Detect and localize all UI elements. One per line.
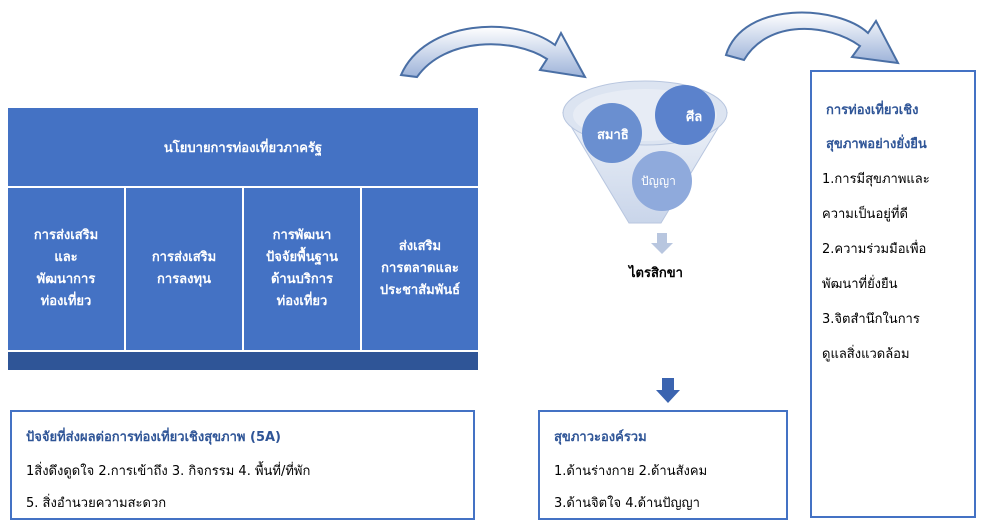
bubble-samadhi (582, 103, 642, 163)
sustainable-title-line: การท่องเที่ยวเชิง (826, 103, 919, 118)
policy-col-infrastructure: การพัฒนา ปัจจัยพื้นฐาน ด้านบริการ ท่องเท… (244, 188, 362, 350)
factors-box: ปัจจัยที่ส่งผลต่อการท่องเที่ยวเชิงสุขภาพ… (10, 410, 475, 520)
policy-footer-bar (8, 350, 478, 370)
bubble-panya-label: ปัญญา (641, 174, 676, 188)
policy-col-1-line: และ (54, 250, 78, 265)
policy-col-3-line: ปัจจัยพื้นฐาน (266, 250, 338, 265)
policy-col-investment: การส่งเสริม การลงทุน (126, 188, 244, 350)
curved-arrow-right (724, 11, 900, 65)
policy-col-3-line: ด้านบริการ (270, 272, 333, 287)
sustainable-line: ดูแลสิ่งแวดล้อม (822, 347, 910, 362)
sustainable-list: 1.การมีสุขภาพและ ความเป็นอยู่ที่ดี 2.ควา… (822, 162, 930, 372)
sustainable-line: 3.จิตสำนึกในการ (822, 312, 920, 327)
sustainable-line: พัฒนาที่ยั่งยืน (822, 277, 898, 292)
policy-col-2-line: การส่งเสริม (151, 250, 217, 265)
factors-line-2: 5. สิ่งอำนวยความสะดวก (26, 496, 167, 511)
policy-col-4-line: ประชาสัมพันธ์ (379, 283, 461, 298)
funnel-diagram (562, 80, 728, 224)
arrow-down-light-icon (651, 233, 673, 254)
arrow-down-icon (656, 378, 680, 403)
sustainable-title: การท่องเที่ยวเชิง สุขภาพอย่างยั่งยืน (826, 94, 927, 162)
policy-col-3-line: การพัฒนา (272, 228, 332, 243)
wellness-box: สุขภาวะองค์รวม 1.ด้านร่างกาย 2.ด้านสังคม… (538, 410, 788, 520)
sustainable-line: 1.การมีสุขภาพและ (822, 172, 930, 187)
policy-col-1-line: ท่องเที่ยว (40, 294, 92, 309)
sustainable-line: ความเป็นอยู่ที่ดี (822, 207, 908, 222)
policy-col-4-line: ส่งเสริม (398, 239, 442, 254)
policy-col-marketing: ส่งเสริม การตลาดและ ประชาสัมพันธ์ (362, 188, 478, 350)
wellness-title: สุขภาวะองค์รวม (554, 430, 647, 445)
policy-col-2-line: การลงทุน (157, 272, 211, 287)
factors-line-1: 1สิ่งดึงดูดใจ 2.การเข้าถึง 3. กิจกรรม 4.… (26, 464, 311, 479)
sustainable-title-line: สุขภาพอย่างยั่งยืน (826, 137, 927, 152)
policy-col-4-line: การตลาดและ (381, 261, 459, 276)
bubble-samadhi-label: สมาธิ (597, 128, 629, 143)
wellness-line-2: 3.ด้านจิตใจ 4.ด้านปัญญา (554, 496, 700, 511)
policy-col-promote-develop: การส่งเสริม และ พัฒนาการ ท่องเที่ยว (8, 188, 126, 350)
bubble-sila (655, 85, 715, 145)
funnel-label: ไตรสิกขา (629, 266, 683, 281)
policy-col-3-line: ท่องเที่ยว (276, 294, 328, 309)
policy-col-1-line: พัฒนาการ (36, 272, 96, 287)
policy-columns: การส่งเสริม และ พัฒนาการ ท่องเที่ยว การส… (8, 188, 478, 350)
factors-title: ปัจจัยที่ส่งผลต่อการท่องเที่ยวเชิงสุขภาพ… (26, 430, 281, 445)
wellness-line-1: 1.ด้านร่างกาย 2.ด้านสังคม (554, 464, 708, 479)
policy-col-1-line: การส่งเสริม (33, 228, 99, 243)
policy-title: นโยบายการท่องเที่ยวภาครัฐ (8, 108, 478, 188)
curved-arrow-left (399, 25, 587, 79)
sustainable-box: การท่องเที่ยวเชิง สุขภาพอย่างยั่งยืน 1.ก… (810, 70, 976, 518)
bubble-sila-label: ศีล (686, 110, 703, 125)
bubble-panya (632, 151, 692, 211)
policy-table: นโยบายการท่องเที่ยวภาครัฐ การส่งเสริม แล… (8, 108, 478, 370)
sustainable-line: 2.ความร่วมมือเพื่อ (822, 242, 927, 257)
